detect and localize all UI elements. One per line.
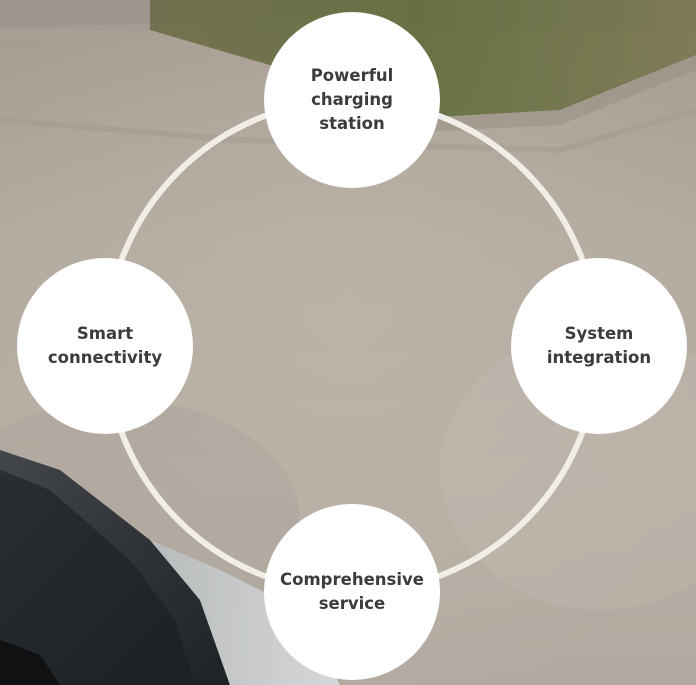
node-comprehensive-service: Comprehensive service — [264, 504, 440, 680]
node-smart-connectivity: Smart connectivity — [17, 258, 193, 434]
node-system-integration: System integration — [511, 258, 687, 434]
node-label-top: Powerful charging station — [310, 66, 394, 133]
node-label-bottom: Comprehensive service — [280, 570, 424, 613]
node-label-left: Smart connectivity — [47, 324, 163, 367]
node-label-right: System integration — [546, 324, 652, 367]
node-powerful-charging-station: Powerful charging station — [264, 12, 440, 188]
